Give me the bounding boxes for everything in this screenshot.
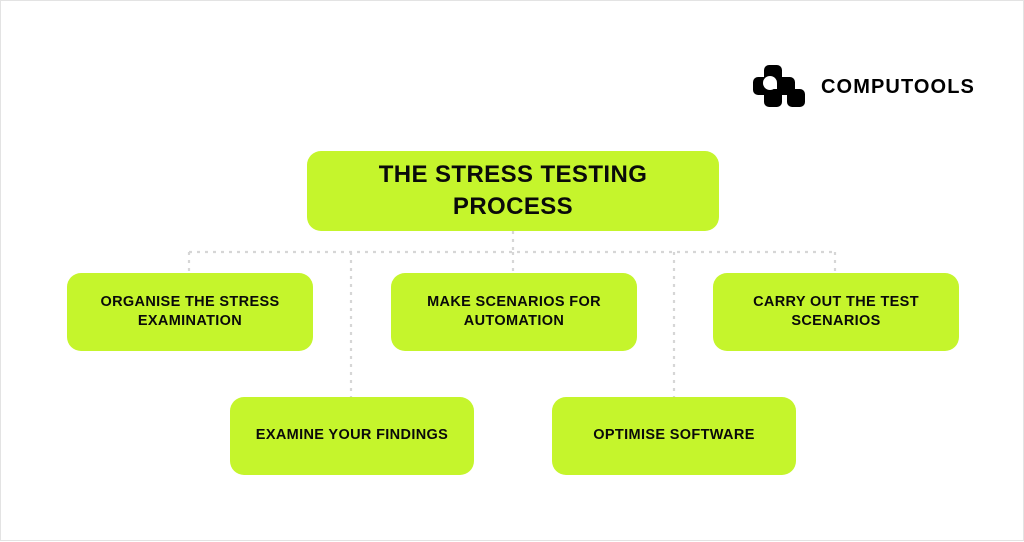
node-carry-out-label-line-1: CARRY OUT THE TEST — [753, 293, 919, 310]
node-make-scenarios-for-automation[interactable]: MAKE SCENARIOS FOR AUTOMATION — [391, 273, 637, 351]
node-scenarios-label-line-2: AUTOMATION — [463, 313, 565, 329]
node-optimise-software[interactable]: OPTIMISE SOFTWARE — [552, 397, 796, 475]
node-organise-label-line-1: ORGANISE THE STRESS — [100, 293, 280, 310]
brand-name: COMPUTOOLS — [821, 76, 975, 98]
node-root[interactable]: THE STRESS TESTING PROCESS — [307, 151, 719, 231]
brand-logo: COMPUTOOLS — [753, 61, 974, 113]
node-organise-label: ORGANISE THE STRESS EXAMINATION — [86, 293, 293, 331]
node-scenarios-label: MAKE SCENARIOS FOR AUTOMATION — [413, 293, 615, 331]
node-examine-label: EXAMINE YOUR FINDINGS — [255, 427, 449, 444]
node-examine-your-findings[interactable]: EXAMINE YOUR FINDINGS — [230, 397, 474, 475]
node-optimise-label: OPTIMISE SOFTWARE — [593, 427, 755, 444]
node-organise-the-stress-examination[interactable]: ORGANISE THE STRESS EXAMINATION — [67, 273, 313, 351]
node-scenarios-label-line-1: MAKE SCENARIOS FOR — [427, 293, 601, 310]
node-root-label: THE STRESS TESTING PROCESS — [378, 161, 648, 220]
node-carry-out-label-line-2: SCENARIOS — [791, 313, 881, 329]
node-carry-out-the-test-scenarios[interactable]: CARRY OUT THE TEST SCENARIOS — [713, 273, 959, 351]
computools-logo-icon — [753, 65, 805, 107]
node-carry-out-label: CARRY OUT THE TEST SCENARIOS — [739, 293, 933, 331]
node-organise-label-line-2: EXAMINATION — [137, 313, 243, 329]
